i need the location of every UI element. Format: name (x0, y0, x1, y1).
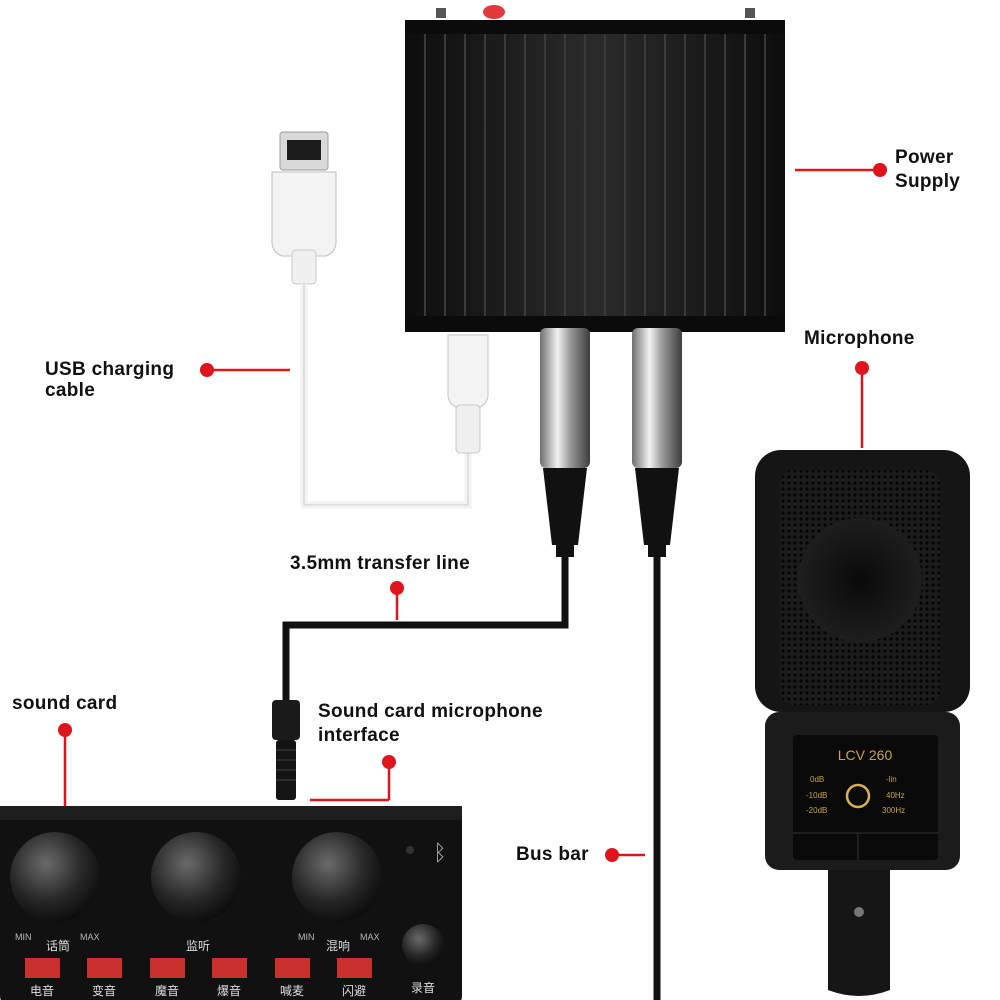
sc-btn-3: 爆音 (217, 983, 241, 998)
callout-bus-bar: Bus bar (516, 844, 589, 865)
mic-filter-1: 40Hz (886, 791, 905, 800)
monitor-knob (151, 832, 241, 922)
callout-sound-card: sound card (12, 693, 118, 714)
callout-usb-cable-line2: cable (45, 380, 96, 401)
sc-max-2: MAX (360, 932, 380, 942)
transfer-line-cable (272, 557, 569, 800)
callout-mic-interface-line2: interface (318, 725, 400, 746)
xlr-connector-right (632, 328, 682, 557)
callout-power-supply-line1: Power (895, 147, 954, 168)
sc-btn-2: 魔音 (155, 983, 179, 998)
mic-knob (10, 832, 100, 922)
callout-mic-interface: Sound card microphone interface (318, 700, 543, 748)
callout-transfer-line: 3.5mm transfer line (290, 553, 470, 574)
callout-usb-cable-line1: USB charging (45, 359, 175, 380)
sound-card: ᛒ MIN MAX 话筒 监听 MIN MAX 混响 电音 变音 魔音 爆音 喊… (0, 806, 462, 1000)
sc-btn-4: 喊麦 (280, 984, 304, 998)
sc-btn-5: 闪避 (342, 984, 366, 998)
mic-filter-0: -lin (886, 775, 897, 784)
sc-min-0: MIN (15, 932, 32, 942)
callout-mic-interface-line1: Sound card microphone (318, 701, 543, 722)
callout-markers (58, 163, 887, 862)
mic-pad-0: 0dB (810, 775, 824, 784)
sc-knob-label-0: 话筒 (46, 938, 70, 953)
sc-record-label: 录音 (411, 980, 435, 995)
bluetooth-icon: ᛒ (433, 841, 446, 866)
mic-pad-1: -10dB (806, 791, 827, 800)
callout-usb-cable: USB charging cable (45, 359, 174, 401)
power-button (483, 5, 505, 19)
record-knob (402, 924, 444, 966)
xlr-connector-left (540, 328, 590, 557)
microphone: LCV 260 0dB -10dB -20dB -lin 40Hz 300Hz (755, 450, 970, 996)
callout-power-supply: Power Supply (895, 146, 960, 194)
sc-btn-0: 电音 (30, 983, 54, 998)
sc-knob-label-1: 监听 (186, 939, 210, 953)
reverb-knob (292, 832, 382, 922)
sc-btn-1: 变音 (92, 983, 116, 998)
mic-filter-2: 300Hz (882, 806, 905, 815)
mic-pad-2: -20dB (806, 806, 827, 815)
sc-knob-label-2: 混响 (326, 938, 350, 953)
callout-microphone: Microphone (804, 328, 915, 349)
power-supply-box (405, 5, 785, 332)
usb-charging-cable (271, 131, 489, 509)
mic-model-label: LCV 260 (838, 747, 893, 763)
sc-max-0: MAX (80, 932, 100, 942)
sc-min-2: MIN (298, 932, 315, 942)
callout-power-supply-line2: Supply (895, 171, 961, 192)
